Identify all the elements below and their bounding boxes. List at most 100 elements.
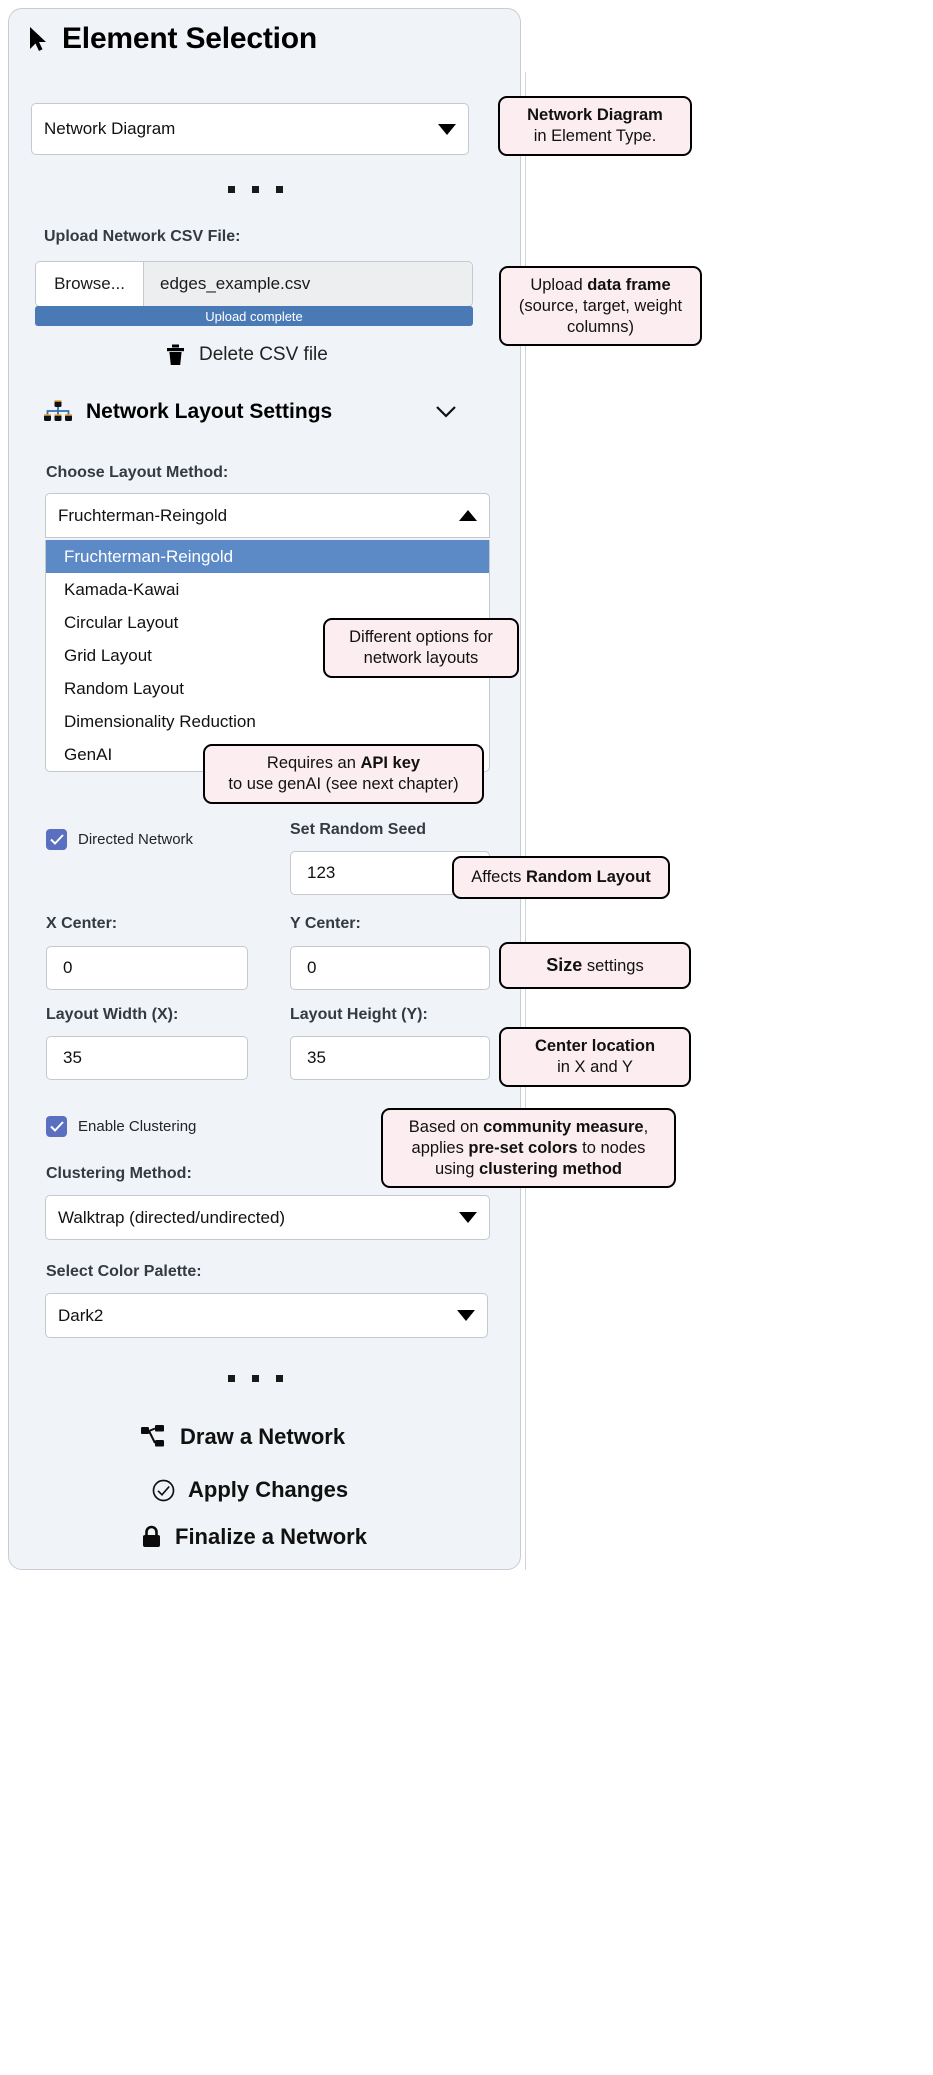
finalize-network-label: Finalize a Network	[175, 1524, 367, 1549]
color-palette-select[interactable]: Dark2	[45, 1293, 488, 1338]
layout-width-label: Layout Width (X):	[46, 1006, 179, 1023]
layout-method-value: Fruchterman-Reingold	[58, 505, 228, 525]
directed-network-checkbox-row[interactable]: Directed Network	[46, 829, 193, 850]
delete-csv-label: Delete CSV file	[199, 344, 328, 365]
layout-height-input[interactable]: 35	[290, 1036, 490, 1080]
layout-method-select[interactable]: Fruchterman-Reingold	[45, 493, 490, 538]
x-center-input[interactable]: 0	[46, 946, 248, 990]
page-header: Element Selection	[28, 22, 317, 56]
selected-filename: edges_example.csv	[144, 262, 472, 306]
draw-network-label: Draw a Network	[180, 1424, 346, 1449]
element-type-value: Network Diagram	[44, 119, 176, 138]
apply-changes-label: Apply Changes	[188, 1477, 349, 1502]
checkbox-checked-icon[interactable]	[46, 829, 67, 850]
callout-element-type: Network Diagram in Element Type.	[498, 96, 692, 156]
ellipsis-separator-top	[228, 186, 283, 193]
delete-csv-button[interactable]: Delete CSV file	[166, 344, 328, 366]
chevron-up-icon	[459, 510, 477, 521]
layout-option-1[interactable]: Kamada-Kawai	[64, 579, 180, 599]
chevron-down-icon	[438, 123, 456, 135]
layout-option-6[interactable]: GenAI	[64, 744, 113, 764]
network-draw-icon	[141, 1425, 167, 1449]
callout-layout-options-line2: network layouts	[363, 648, 479, 667]
clustering-method-value: Walktrap (directed/undirected)	[58, 1207, 286, 1227]
callout-layout-options-line1: Different options for	[349, 628, 493, 646]
callout-upload: Upload data frame (source, target, weigh…	[499, 266, 702, 347]
callout-seed-pre: Affects	[471, 868, 527, 886]
layout-option-2[interactable]: Circular Layout	[64, 612, 179, 632]
layout-option-3[interactable]: Grid Layout	[64, 645, 152, 665]
callout-clustering-l2-pre: applies	[411, 1138, 469, 1157]
callout-clustering: Based on community measure, applies pre-…	[381, 1108, 676, 1189]
enable-clustering-label: Enable Clustering	[78, 1118, 197, 1135]
layout-width-value: 35	[63, 1048, 82, 1067]
callout-clustering-l1-post: ,	[643, 1118, 649, 1136]
layout-option-4[interactable]: Random Layout	[64, 678, 185, 698]
browse-button[interactable]: Browse...	[36, 262, 144, 306]
layout-option-0[interactable]: Fruchterman-Reingold	[46, 540, 489, 573]
chevron-down-icon	[457, 1310, 475, 1321]
checkbox-checked-icon[interactable]	[46, 1116, 67, 1137]
callout-genai-line1-pre: Requires an	[266, 754, 361, 772]
check-circle-icon	[152, 1479, 175, 1502]
layout-method-options-list[interactable]: Fruchterman-Reingold Kamada-Kawai Circul…	[45, 540, 490, 772]
callout-center-line1: Center location	[534, 1037, 656, 1055]
clustering-method-label: Clustering Method:	[46, 1165, 192, 1182]
callout-upload-line3: columns)	[567, 317, 634, 336]
callout-size-post: settings	[582, 957, 644, 975]
callout-upload-line2: (source, target, weight	[518, 296, 683, 315]
callout-clustering-l2-bold: pre-set colors	[468, 1138, 578, 1157]
layout-height-value: 35	[307, 1048, 326, 1067]
network-layout-section-title: Network Layout Settings	[86, 400, 333, 423]
y-center-label: Y Center:	[290, 915, 361, 932]
draw-network-button[interactable]: Draw a Network	[141, 1424, 345, 1450]
random-seed-value: 123	[307, 863, 336, 882]
callout-clustering-l1-bold: community measure	[483, 1118, 644, 1136]
page-title: Element Selection	[62, 22, 318, 55]
callout-genai-line1-bold: API key	[360, 754, 421, 772]
layout-width-input[interactable]: 35	[46, 1036, 248, 1080]
clustering-method-select[interactable]: Walktrap (directed/undirected)	[45, 1195, 490, 1240]
callout-clustering-l2-post: to nodes	[577, 1138, 646, 1157]
callout-clustering-l3-bold: clustering method	[479, 1159, 623, 1178]
palette-label: Select Color Palette:	[46, 1263, 202, 1280]
callout-element-type-line1: Network Diagram	[527, 106, 663, 124]
chevron-down-icon[interactable]	[435, 405, 457, 419]
sitemap-icon	[43, 400, 73, 424]
callout-element-type-line2: in Element Type.	[533, 126, 657, 145]
callout-upload-line1-bold: data frame	[587, 276, 671, 294]
callout-seed: Affects Random Layout	[452, 856, 670, 899]
color-palette-value: Dark2	[58, 1305, 104, 1325]
callout-genai: Requires an API key to use genAI (see ne…	[203, 744, 484, 804]
upload-progress-text: Upload complete	[205, 308, 303, 324]
finalize-network-button[interactable]: Finalize a Network	[141, 1524, 367, 1550]
callout-clustering-l1-pre: Based on	[408, 1118, 484, 1136]
layout-method-label: Choose Layout Method:	[46, 464, 229, 481]
seed-label: Set Random Seed	[290, 821, 427, 838]
element-type-select[interactable]: Network Diagram	[31, 103, 469, 155]
callout-center: Center location in X and Y	[499, 1027, 691, 1087]
csv-file-input[interactable]: Browse... edges_example.csv	[35, 261, 473, 307]
chevron-down-icon	[459, 1212, 477, 1223]
callout-size-bold: Size	[546, 955, 583, 975]
vertical-divider	[525, 72, 526, 1570]
layout-option-5[interactable]: Dimensionality Reduction	[64, 711, 256, 731]
enable-clustering-checkbox-row[interactable]: Enable Clustering	[46, 1116, 196, 1137]
y-center-input[interactable]: 0	[290, 946, 490, 990]
apply-changes-button[interactable]: Apply Changes	[152, 1477, 348, 1503]
callout-layout-options: Different options for network layouts	[323, 618, 519, 678]
cursor-arrow-icon	[28, 26, 48, 52]
y-center-value: 0	[307, 958, 317, 977]
upload-label: Upload Network CSV File:	[44, 228, 241, 245]
layout-height-label: Layout Height (Y):	[290, 1006, 428, 1023]
callout-genai-line2: to use genAI (see next chapter)	[228, 774, 459, 793]
trash-icon	[166, 344, 185, 366]
callout-size: Size settings	[499, 942, 691, 989]
callout-upload-line1-pre: Upload	[530, 276, 588, 294]
ellipsis-separator-bottom	[228, 1375, 283, 1382]
callout-clustering-l3-pre: using	[434, 1159, 479, 1178]
callout-seed-bold: Random Layout	[526, 868, 651, 886]
network-layout-section-header[interactable]: Network Layout Settings	[43, 400, 457, 424]
x-center-label: X Center:	[46, 915, 118, 932]
